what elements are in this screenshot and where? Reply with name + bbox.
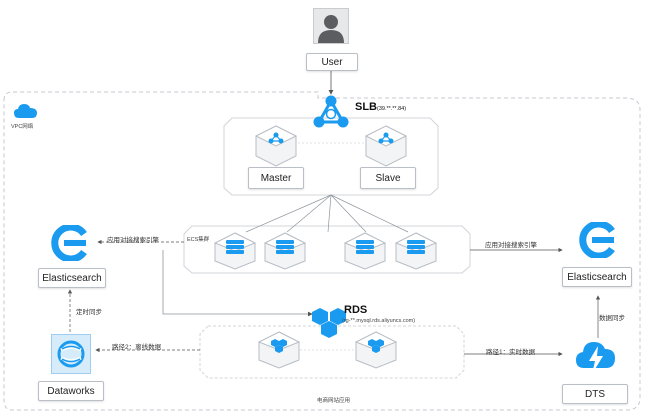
ecs-server-icon xyxy=(213,232,257,275)
slave-label: Slave xyxy=(360,167,416,189)
edge-label-scheduled-sync: 定时同步 xyxy=(76,309,102,316)
dataworks-icon xyxy=(51,334,91,374)
master-node-icon xyxy=(254,124,298,173)
database-icon xyxy=(354,331,398,374)
edge-label-offline-path: 路径2：离线数据 xyxy=(112,344,162,351)
ecommerce-site-label: 电商网站应用 xyxy=(317,398,351,404)
elasticsearch-icon xyxy=(50,223,90,266)
database-icon xyxy=(257,331,301,374)
vpc-label: VPC网络 xyxy=(11,124,34,130)
edge-label-data-sync: 数据同步 xyxy=(599,315,625,322)
ecs-server-icon xyxy=(394,232,438,275)
edge-label-realtime-path: 路径1：实时数据 xyxy=(486,349,536,356)
rds-title: RDS xyxy=(344,304,368,316)
dts-label: DTS xyxy=(562,384,628,404)
edge-label-right-es: 应用对接搜索引擎 xyxy=(485,242,537,249)
master-label: Master xyxy=(248,167,304,189)
dts-icon xyxy=(575,336,617,381)
ecs-server-icon xyxy=(263,232,307,275)
ecs-cluster-label: ECS集群 xyxy=(187,237,210,243)
dataworks-label: Dataworks xyxy=(38,381,104,401)
user-avatar-icon xyxy=(313,8,349,44)
ecs-server-icon xyxy=(343,232,387,275)
slb-icon xyxy=(313,95,349,134)
elasticsearch-left-label: Elasticsearch xyxy=(38,268,106,288)
rds-icon xyxy=(311,306,347,345)
elasticsearch-right-label: Elasticsearch xyxy=(562,267,632,287)
cloud-icon xyxy=(14,103,38,124)
vpc-frame xyxy=(3,91,641,411)
slave-node-icon xyxy=(364,124,408,173)
elasticsearch-icon xyxy=(578,220,618,263)
rds-host: (rg-**.mysql.rds.aliyuncs.com) xyxy=(342,318,416,324)
slb-title: SLB(39.**.**.84) xyxy=(355,101,407,113)
edge-label-left-es: 应用对接搜索引擎 xyxy=(107,237,159,244)
user-label: User xyxy=(306,53,358,71)
